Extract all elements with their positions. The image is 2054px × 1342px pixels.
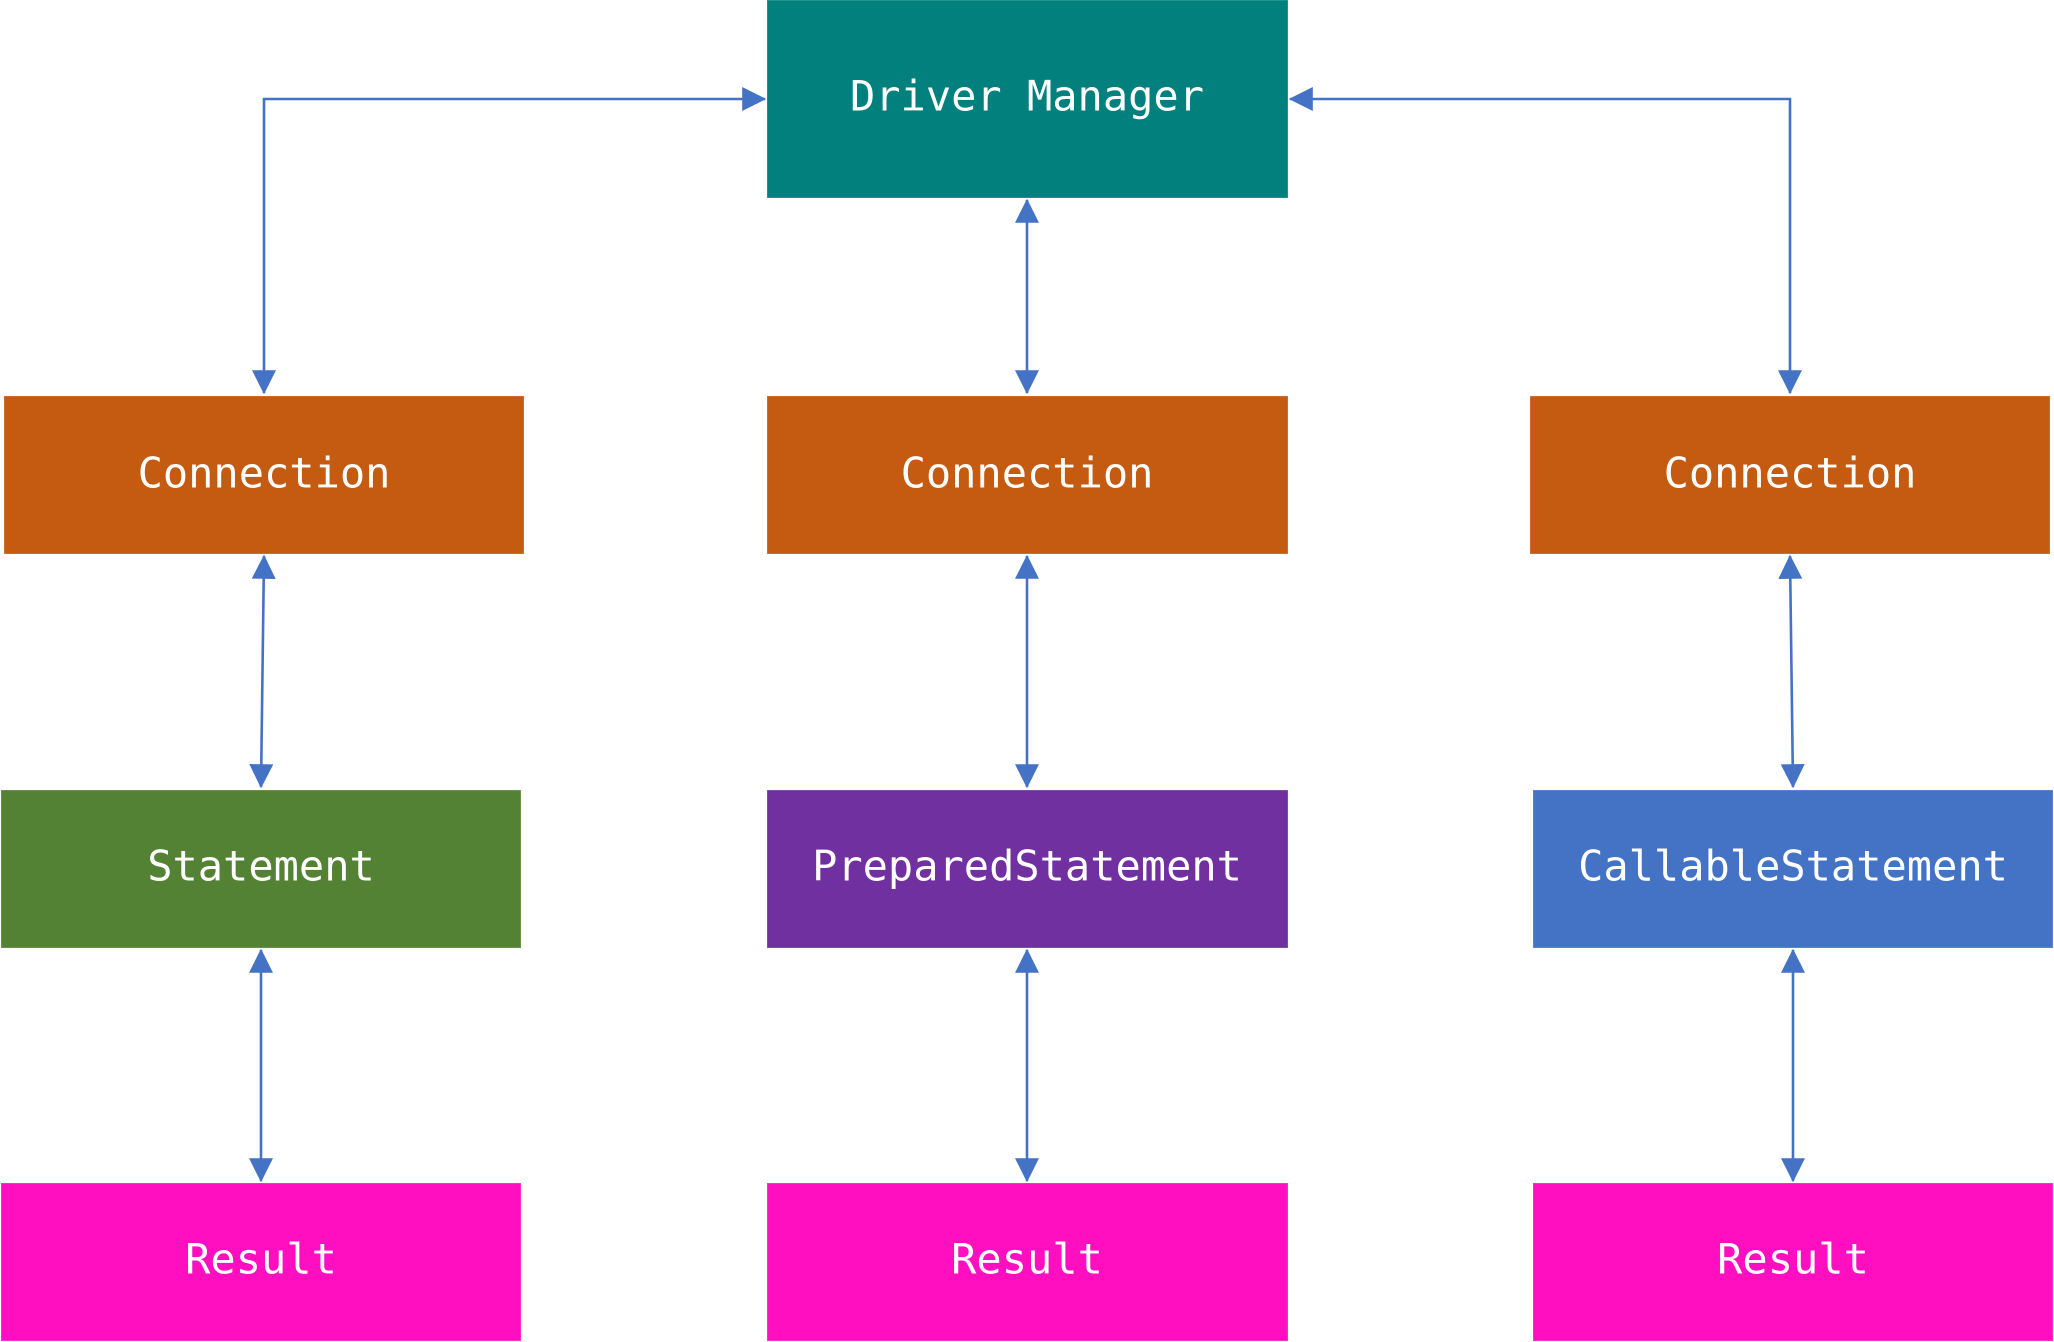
node-label-driver-manager: Driver Manager — [850, 72, 1204, 121]
node-label-connection-center: Connection — [901, 449, 1154, 498]
node-label-connection-left: Connection — [138, 449, 391, 498]
node-connection-center: Connection — [766, 395, 1289, 555]
node-result-left: Result — [0, 1182, 522, 1342]
node-label-result-right: Result — [1717, 1235, 1869, 1284]
node-label-callable-statement: CallableStatement — [1578, 842, 2008, 891]
node-callable-statement: CallableStatement — [1532, 789, 2054, 949]
node-label-result-center: Result — [951, 1235, 1103, 1284]
node-driver-manager: Driver Manager — [766, 0, 1289, 199]
edges — [249, 87, 1805, 1183]
edge-driver-manager-connection-right — [1288, 87, 1802, 395]
node-result-right: Result — [1532, 1182, 2054, 1342]
edge-connection-right-callable-statement — [1778, 554, 1805, 789]
node-label-prepared-statement: PreparedStatement — [812, 842, 1242, 891]
node-label-result-left: Result — [185, 1235, 337, 1284]
node-statement: Statement — [0, 789, 522, 949]
node-result-center: Result — [766, 1182, 1289, 1342]
node-connection-right: Connection — [1529, 395, 2051, 555]
node-connection-left: Connection — [3, 395, 525, 555]
edge-connection-left-statement — [249, 554, 276, 789]
node-prepared-statement: PreparedStatement — [766, 789, 1289, 949]
node-label-statement: Statement — [147, 842, 375, 891]
edge-driver-manager-connection-left — [252, 87, 767, 395]
node-label-connection-right: Connection — [1664, 449, 1917, 498]
